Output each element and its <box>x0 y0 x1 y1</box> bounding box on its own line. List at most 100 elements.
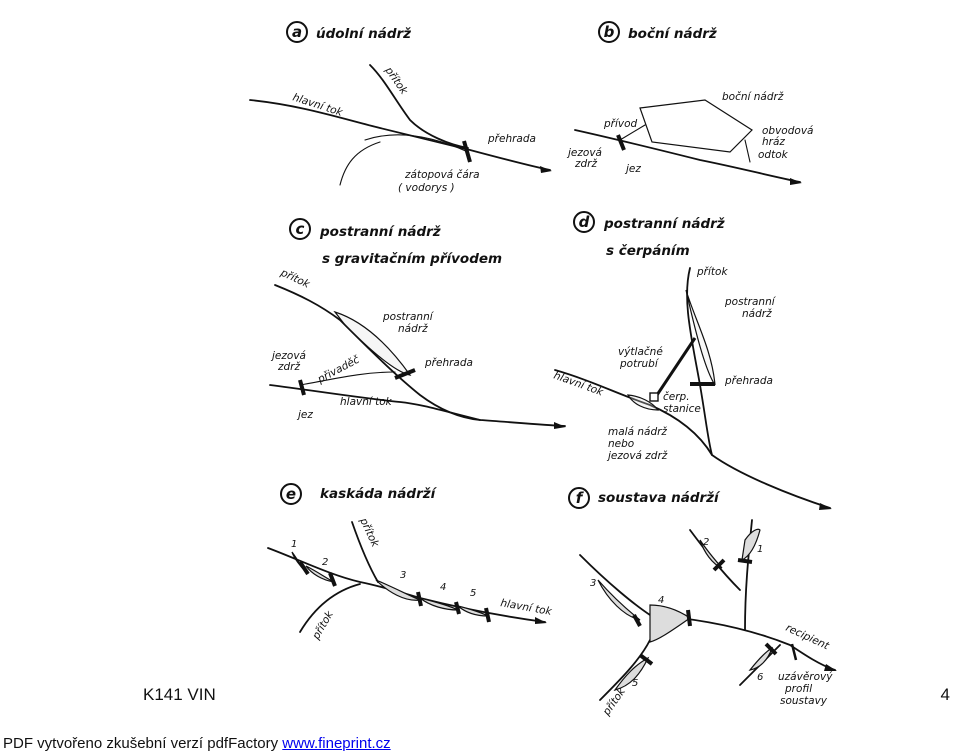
panel-f-flow-arrow <box>824 664 837 671</box>
panel-f-dam-4 <box>686 609 692 627</box>
panel-a-main-river <box>249 99 551 171</box>
panel-e-num-2: 2 <box>322 557 328 568</box>
panel-e-reservoir-3 <box>375 579 423 601</box>
panel-d-title-1: postranní nádrž <box>603 216 725 232</box>
panel-f-dam-6 <box>764 642 778 656</box>
panel-c-feeder-label: přivaděč <box>315 354 362 387</box>
footer-page-number: 4 <box>940 685 950 704</box>
panel-d-dam-label: přehrada <box>724 375 773 387</box>
panel-d-tributary-label: přítok <box>696 266 728 278</box>
panel-d-flow-arrow <box>819 503 832 510</box>
panel-f-num-1: 1 <box>757 544 763 555</box>
panel-d-small-reservoir <box>626 394 660 411</box>
panel-b-weir-label-2: zdrž <box>574 158 597 170</box>
panel-f-recipient-label: recipient <box>784 622 832 653</box>
footer-course-code: K141 VIN <box>143 685 216 704</box>
panel-f-reservoir-5 <box>613 656 650 692</box>
panel-d-pump-label-2: stanice <box>663 403 701 415</box>
panel-f-num-2: 2 <box>703 537 709 548</box>
panel-a-floodline <box>339 134 469 186</box>
panel-d-pipe-label-2: potrubí <box>619 358 660 370</box>
panel-a-tributary <box>369 64 469 149</box>
panel-e-main-river-label: hlavní tok <box>499 597 553 618</box>
panel-d-reservoir <box>685 289 716 386</box>
panel-c-title-1: postranní nádrž <box>319 224 441 240</box>
panel-c: c postranní nádrž s gravitačním přívodem… <box>269 218 566 429</box>
panel-f-letter: f <box>576 489 585 507</box>
panel-d-pump-station <box>649 392 659 402</box>
panel-b-embankment-label-2: hráz <box>762 136 785 148</box>
panel-f-num-4: 4 <box>658 595 664 606</box>
panel-c-flow-arrow <box>554 422 566 429</box>
panel-f-letter-circle <box>568 487 590 509</box>
panel-c-letter: c <box>296 220 305 238</box>
pdf-credit-line: PDF vytvořeno zkušební verzí pdfFactory … <box>3 735 391 752</box>
panel-f-num-5: 5 <box>632 678 638 689</box>
panel-f-closing-label-3: soustavy <box>780 695 828 707</box>
panel-e-num-5: 5 <box>470 588 476 599</box>
panel-c-main-river-label: hlavní tok <box>340 396 393 408</box>
panel-f-dam-3 <box>632 614 642 627</box>
panel-d-pressure-pipe <box>653 337 697 399</box>
panel-b-inlet-label: přívod <box>603 118 638 130</box>
panel-c-tributary <box>274 284 566 427</box>
panel-d-reservoir-label-1: postranní <box>724 296 777 308</box>
panel-b-letter: b <box>604 23 615 41</box>
panel-c-feeder <box>299 371 396 386</box>
panel-d-main-river <box>554 369 713 456</box>
panel-e-dam-1 <box>298 560 310 576</box>
panel-e-num-3: 3 <box>400 570 406 581</box>
panel-f-closing-label-2: profil <box>784 683 812 695</box>
panel-e-main-river <box>267 547 546 623</box>
panel-f-reservoir-3 <box>597 579 641 621</box>
pdf-credit-text: PDF vytvořeno zkušební verzí pdfFactory <box>3 735 283 752</box>
panel-d-pipe-label-1: výtlačné <box>618 346 663 358</box>
panel-e-dam-4 <box>454 601 461 615</box>
panel-f-num-6: 6 <box>757 672 763 683</box>
panel-b: b boční nádrž boční nádrž přívod jezová … <box>566 21 813 185</box>
panel-e-dam-5 <box>484 607 491 623</box>
panel-a-main-river-label: hlavní tok <box>291 91 345 119</box>
panel-c-jez-label: jez <box>296 409 313 421</box>
panel-e-dam-3 <box>416 591 423 607</box>
panel-f-tributary-label: přítok <box>600 685 628 718</box>
panel-d-letter: d <box>579 213 590 231</box>
panel-e-title: kaskáda nádrží <box>320 486 438 502</box>
panel-f-reservoir-1 <box>741 528 761 562</box>
panel-f-dam-1 <box>737 558 753 564</box>
panel-f-reservoir-6 <box>748 646 774 671</box>
panel-b-jez-label: jez <box>624 163 641 175</box>
panel-b-weir-label-1: jezová <box>566 147 602 159</box>
panel-f-main-river <box>579 554 836 671</box>
panel-a-dam <box>462 140 472 163</box>
panel-e-letter-circle <box>280 483 302 505</box>
panel-c-weir-label-2: zdrž <box>277 361 300 373</box>
panel-c-main-river <box>269 384 481 421</box>
panel-b-title: boční nádrž <box>628 26 717 42</box>
panel-c-dam <box>394 368 416 380</box>
panel-a-tributary-label: přítok <box>382 64 410 97</box>
panel-e-letter: e <box>286 485 296 503</box>
pdf-credit-link[interactable]: www.fineprint.cz <box>282 735 391 752</box>
panel-a-title: údolní nádrž <box>316 26 411 42</box>
panel-d-reservoir-label-2: nádrž <box>742 308 772 320</box>
panel-e-tributary-top <box>351 521 379 583</box>
panel-f-reservoir-4 <box>649 604 692 643</box>
panel-b-embankment-label-1: obvodová <box>762 125 813 137</box>
panel-d: d postranní nádrž s čerpáním přítok post… <box>552 211 832 510</box>
panel-b-inlet <box>619 124 646 141</box>
panel-f-dam-5 <box>638 653 654 666</box>
panel-b-flow-arrow <box>790 178 802 185</box>
panel-f-dam-2 <box>712 558 726 572</box>
panel-b-outlet <box>744 139 751 163</box>
panel-a-dam-label: přehrada <box>487 133 536 145</box>
panel-c-reservoir <box>333 310 412 376</box>
panel-f: f soustava nádrží 1 2 3 4 5 6 recipient … <box>568 487 837 719</box>
panel-c-weir <box>298 379 306 396</box>
panel-d-small-res-label-3: jezová zdrž <box>606 450 668 462</box>
panel-b-outlet-label: odtok <box>758 149 789 161</box>
panel-d-tributary <box>686 267 831 509</box>
panel-c-reservoir-label-2: nádrž <box>398 323 428 335</box>
panel-e-dam-2 <box>328 572 337 587</box>
panel-b-weir <box>616 134 626 151</box>
